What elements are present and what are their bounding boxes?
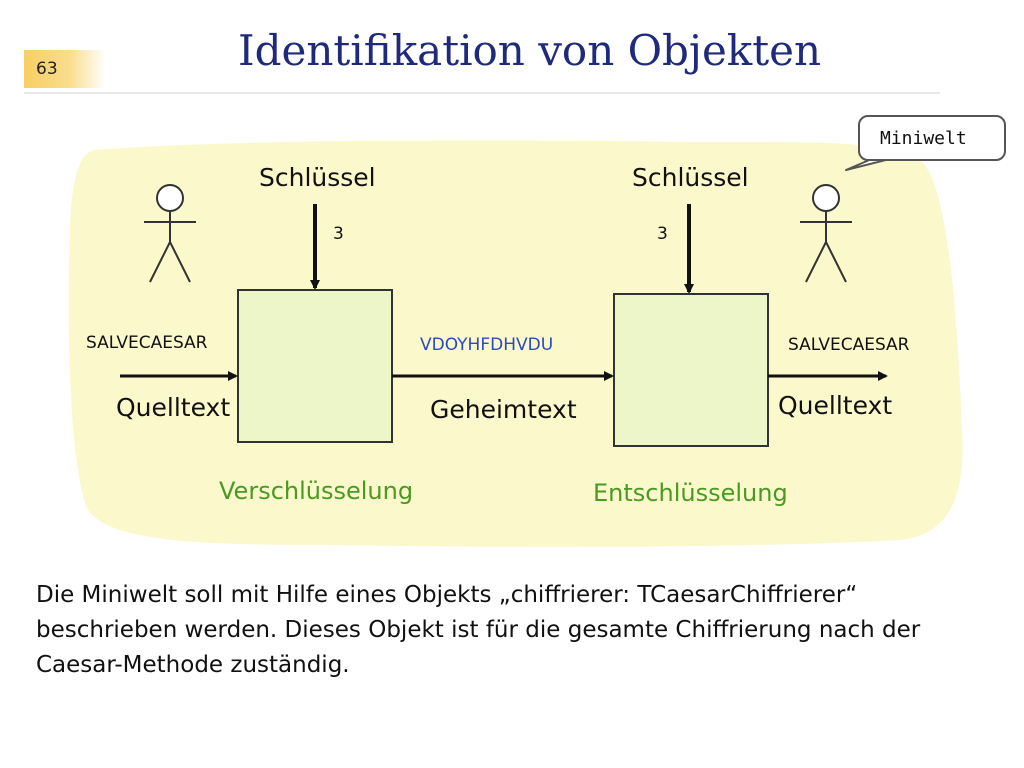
output-text: SALVECAESAR: [788, 335, 910, 355]
encryption-box: [237, 289, 393, 443]
miniwelt-callout: Miniwelt: [858, 115, 1006, 161]
title-underline: [24, 92, 940, 94]
right-person-icon: [800, 184, 852, 283]
left-person-icon: [144, 184, 196, 283]
decryption-label: Entschlüsselung: [593, 479, 788, 507]
page-number: 63: [36, 59, 58, 79]
description-line-2: beschrieben werden. Dieses Objekt ist fü…: [36, 617, 921, 643]
left-key-label: Schlüssel: [259, 163, 376, 192]
description-line-1: Die Miniwelt soll mit Hilfe eines Objekt…: [36, 582, 858, 608]
callout-pointer: [845, 157, 895, 171]
input-label: Quelltext: [116, 393, 231, 422]
left-key-value: 3: [333, 224, 344, 244]
cipher-text: VDOYHFDHVDU: [420, 335, 554, 355]
callout-label: Miniwelt: [880, 128, 967, 149]
cipher-label: Geheimtext: [430, 395, 577, 424]
description-line-3: Caesar-Methode zuständig.: [36, 652, 350, 678]
input-text: SALVECAESAR: [86, 333, 208, 353]
slide-title: Identifikation von Objekten: [238, 26, 822, 75]
right-key-label: Schlüssel: [632, 163, 749, 192]
right-key-value: 3: [657, 224, 668, 244]
output-label: Quelltext: [778, 391, 893, 420]
decryption-box: [613, 293, 769, 447]
encryption-label: Verschlüsselung: [219, 477, 414, 505]
page-number-badge: 63: [24, 50, 106, 88]
description-text: Die Miniwelt soll mit Hilfe eines Objekt…: [36, 578, 996, 683]
